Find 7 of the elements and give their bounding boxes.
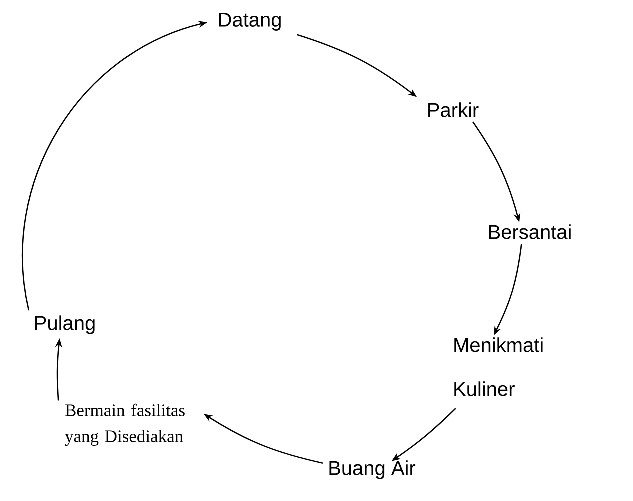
step-label: Menikmati Kuliner (454, 338, 543, 396)
step-label: Bermain fasilitas yang Disediakan (65, 404, 185, 446)
step-label: Parkir (428, 102, 479, 118)
step-label: Pulang (36, 316, 95, 334)
step-label: Datang (219, 13, 281, 31)
step-label: Bersantai (489, 224, 571, 240)
step-label: Buang Air (330, 460, 416, 480)
